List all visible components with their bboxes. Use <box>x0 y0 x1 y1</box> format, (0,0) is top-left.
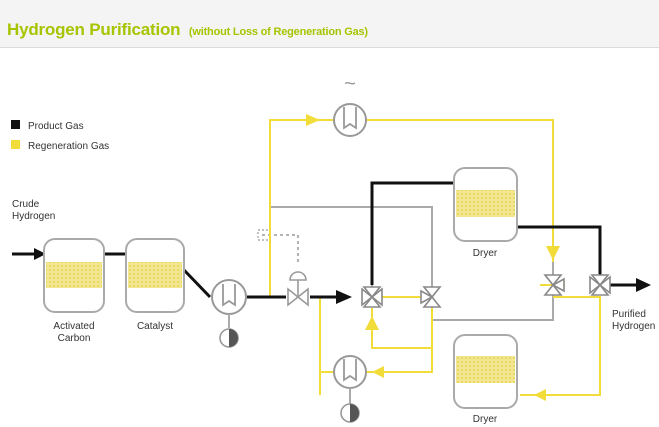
heater-symbol: ~ <box>344 73 356 95</box>
switching-valve-left <box>361 286 383 308</box>
dryer-bottom-label: Dryer <box>473 414 498 425</box>
legend-label-regeneration: Regeneration Gas <box>28 141 109 152</box>
arrows <box>34 114 651 401</box>
inlet-arrow <box>34 248 46 260</box>
outlet-label-line2: Hydrogen <box>612 321 655 332</box>
inlet-label-line2: Hydrogen <box>12 211 55 222</box>
vessel-dryer-top <box>453 167 518 242</box>
switching-valve-right <box>589 274 611 296</box>
control-line-dashed <box>262 234 299 262</box>
regen-arrow-bottom <box>534 389 546 401</box>
activated-carbon-label-line1: Activated <box>53 321 94 332</box>
outlet-label-line1: Purified <box>612 309 646 320</box>
inlet-label-line1: Crude <box>12 199 40 210</box>
title-bar: Hydrogen Purification (without Loss of R… <box>0 0 659 48</box>
product-gas-lines <box>12 181 638 299</box>
legend-label-product: Product Gas <box>28 121 84 132</box>
regen-arrow-down <box>546 246 560 260</box>
valve-mid-vertical <box>420 286 442 308</box>
diagram-title-main: Hydrogen Purification <box>7 20 181 39</box>
valve-right-three-way <box>543 274 565 296</box>
regeneration-gas-lines <box>269 119 601 396</box>
legend-swatch-product <box>11 120 20 129</box>
heater-top: ~ <box>333 73 367 137</box>
outlet-arrow <box>636 278 651 292</box>
vessel-dryer-bottom <box>453 334 518 409</box>
product-arrow <box>336 290 352 304</box>
cooler-regeneration <box>333 355 367 423</box>
dryer-top-label: Dryer <box>473 248 498 259</box>
vessel-activated-carbon <box>43 238 105 313</box>
control-valve <box>287 271 309 307</box>
regen-arrow-up <box>365 316 379 330</box>
legend-swatch-regeneration <box>11 140 20 149</box>
diagram-title: Hydrogen Purification (without Loss of R… <box>7 20 368 40</box>
catalyst-label: Catalyst <box>137 321 173 332</box>
cooler-main <box>211 279 247 348</box>
legend: Product Gas Regeneration Gas <box>11 120 109 152</box>
diagram-title-sub: (without Loss of Regeneration Gas) <box>188 26 368 38</box>
regen-arrow-top <box>306 114 320 126</box>
regen-arrow-left <box>372 366 384 378</box>
vessel-catalyst <box>125 238 185 313</box>
activated-carbon-label-line2: Carbon <box>58 333 91 344</box>
